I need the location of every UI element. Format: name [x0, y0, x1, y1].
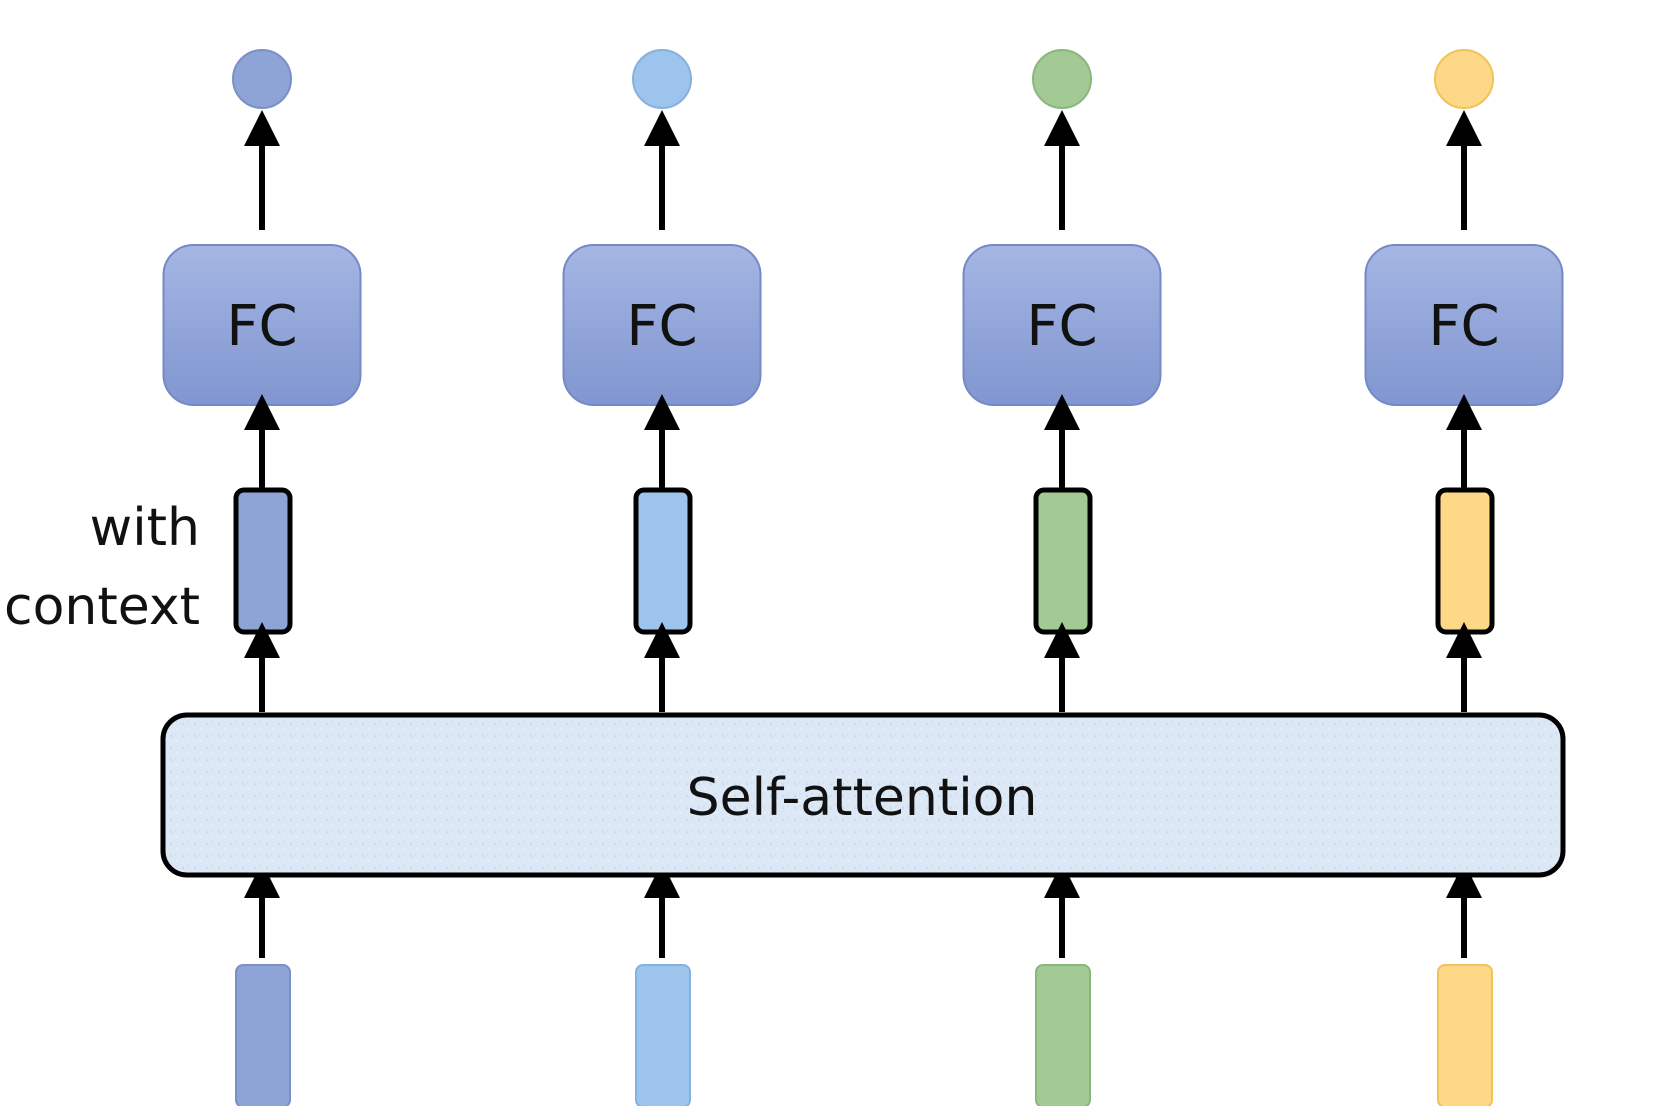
- column-4: FC: [1364, 49, 1564, 1106]
- fc-label-2: FC: [626, 294, 697, 359]
- fc-label-4: FC: [1428, 294, 1499, 359]
- side-label-line1: with: [90, 498, 200, 558]
- context-vector-2: [633, 487, 693, 635]
- output-node-2: [632, 49, 692, 109]
- input-vector-4: [1437, 964, 1493, 1106]
- self-attention-box: [160, 712, 1566, 878]
- self-attention-label: Self-attention: [687, 768, 1038, 828]
- column-2: FC: [562, 49, 762, 1106]
- with-context-label: with context: [4, 498, 200, 637]
- context-vector-1: [233, 487, 293, 635]
- output-node-4: [1434, 49, 1494, 109]
- column-1: FC: [162, 49, 362, 1106]
- fc-label-3: FC: [1026, 294, 1097, 359]
- context-vector-3: [1033, 487, 1093, 635]
- input-vector-3: [1035, 964, 1091, 1106]
- column-layer: FC FC FC FC: [162, 49, 1564, 1106]
- side-label-line2: context: [4, 577, 200, 637]
- input-vector-2: [635, 964, 691, 1106]
- input-vector-1: [235, 964, 291, 1106]
- column-3: FC: [962, 49, 1162, 1106]
- output-node-1: [232, 49, 292, 109]
- context-vector-4: [1435, 487, 1495, 635]
- output-node-3: [1032, 49, 1092, 109]
- fc-label-1: FC: [226, 294, 297, 359]
- self-attention-block: Self-attention: [160, 712, 1566, 878]
